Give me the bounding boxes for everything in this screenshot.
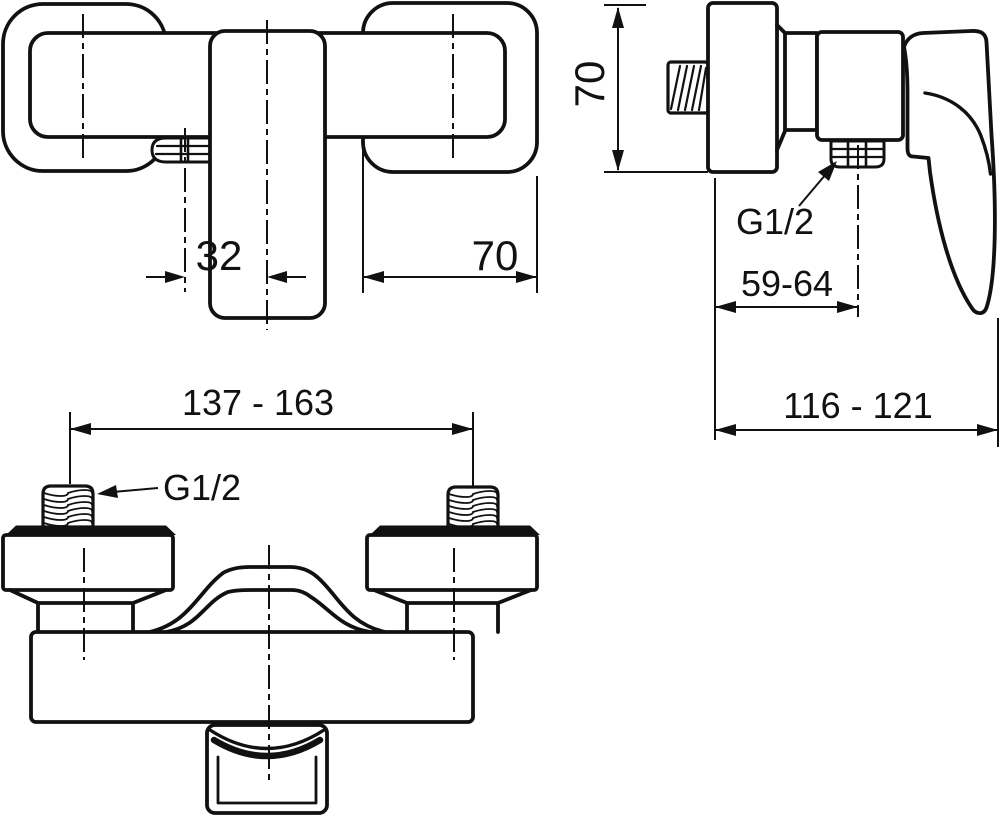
side-view: 70 G1/2 (566, 1, 999, 447)
front-view: 32 70 (1, 1, 539, 330)
side-body (815, 30, 905, 142)
side-wall-stud (666, 60, 710, 115)
front-dim-70-label: 70 (472, 232, 519, 279)
side-handle-sculpt-line (923, 91, 993, 176)
front-outlet-thread (150, 136, 212, 164)
side-outlet-thread-callout: G1/2 (736, 161, 837, 242)
side-dim-59-64: 59-64 (714, 178, 858, 440)
bottom-view: 137 - 163 G1/2 (1, 382, 540, 815)
bottom-left-escutcheon (1, 525, 176, 634)
side-dim-116-121: 116 - 121 (715, 318, 999, 447)
side-dim-70: 70 (566, 4, 708, 173)
side-dim-116-121-label: 116 - 121 (783, 385, 932, 426)
side-thread-label: G1/2 (736, 201, 814, 242)
bottom-handle (205, 723, 329, 815)
side-dim-59-64-label: 59-64 (741, 263, 833, 304)
bottom-right-inlet-stud (446, 485, 500, 529)
bottom-body (29, 630, 475, 724)
bottom-inlet-thread-callout: G1/2 (97, 467, 241, 508)
bottom-body-wave (148, 565, 387, 634)
front-dim-32: 32 (146, 232, 306, 283)
side-dim-70-label: 70 (566, 61, 613, 108)
bottom-left-inlet-stud (41, 484, 95, 529)
bottom-right-escutcheon (365, 525, 540, 634)
side-escutcheon (706, 1, 779, 174)
bottom-dim-137-163: 137 - 163 (69, 382, 474, 486)
bottom-thread-label: G1/2 (163, 467, 241, 508)
front-dim-32-label: 32 (196, 232, 243, 279)
front-dim-70: 70 (362, 145, 538, 293)
side-handle (902, 29, 997, 316)
side-ring (783, 31, 819, 132)
bottom-dim-137-163-label: 137 - 163 (182, 382, 334, 423)
